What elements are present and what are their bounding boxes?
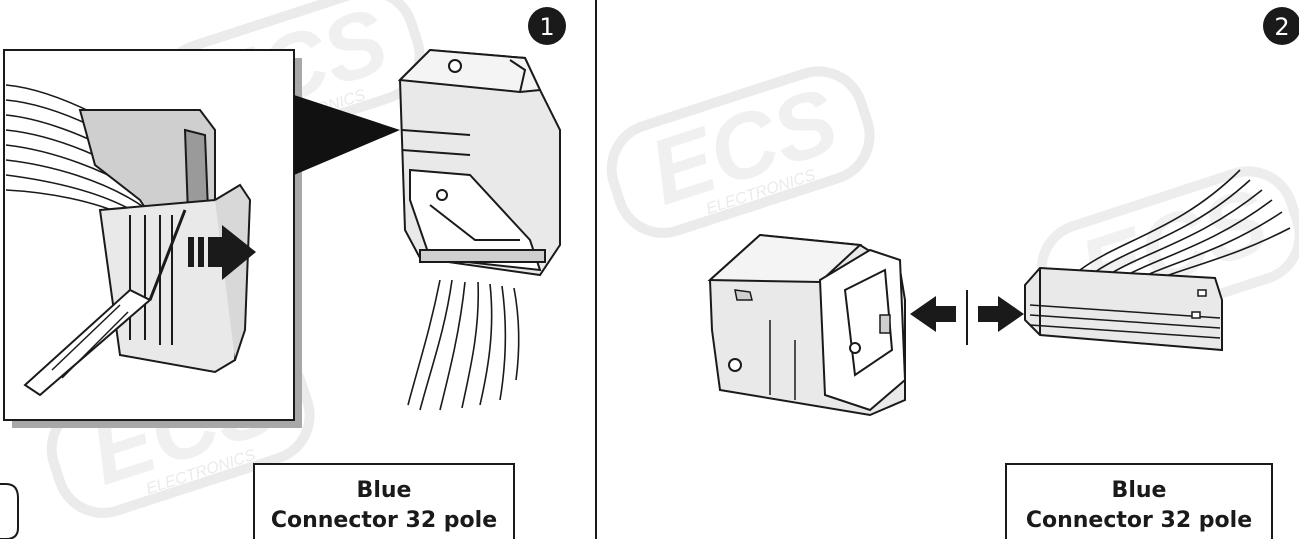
caption-step2-line1: Blue <box>1112 478 1167 503</box>
step-badge-2 <box>1263 7 1299 45</box>
step-badge-1 <box>528 7 566 45</box>
connector-panel1 <box>397 48 561 411</box>
inset-illustration <box>5 84 256 397</box>
watermark-logo-2: ECS ELECTRONICS <box>606 66 875 238</box>
zoom-wedge <box>294 95 400 175</box>
caption-box-step1 <box>253 463 515 539</box>
step-number-2: 2 <box>1274 13 1289 41</box>
caption-box-step2 <box>1005 463 1273 539</box>
push-arrow-icon <box>188 225 256 280</box>
connector-left-panel2 <box>707 233 907 417</box>
separate-arrows-icon <box>910 290 1024 345</box>
caption-step1-line2: Connector 32 pole <box>271 508 497 533</box>
caption-step1-line1: Blue <box>357 478 412 503</box>
connector-right-panel2 <box>1024 169 1291 352</box>
step-number-1: 1 <box>539 13 554 41</box>
partial-badge-edge <box>0 483 19 539</box>
caption-step2-line2: Connector 32 pole <box>1026 508 1252 533</box>
